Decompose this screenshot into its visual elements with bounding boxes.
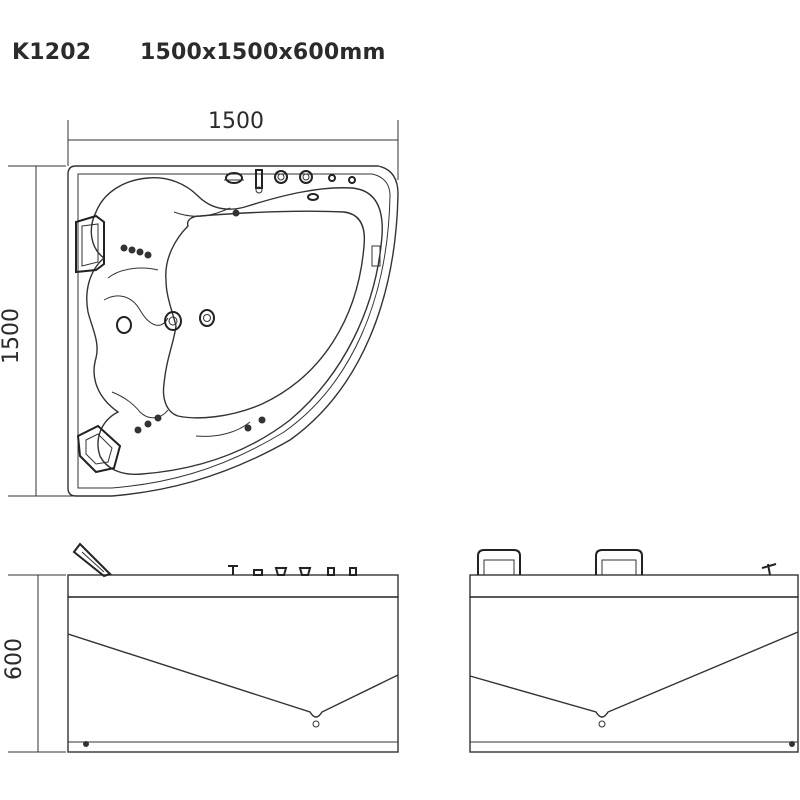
plan-dimension-lines [8, 120, 399, 497]
drain-fittings [116, 245, 381, 334]
rim-controls [224, 169, 356, 201]
pillow-upper [75, 214, 105, 274]
headrest-end-left [477, 549, 521, 575]
tub-outer-rim [67, 165, 399, 497]
backrest-contour-top [107, 267, 159, 279]
seat-contour-bottom [195, 421, 251, 437]
tub-skirt-panel-end [469, 596, 799, 753]
side-elevation-front [8, 542, 399, 753]
skirt-decor-line-end [469, 631, 799, 718]
side-elevation-end [469, 549, 799, 753]
backrest-contour-middle [103, 295, 169, 326]
backrest-contour-bottom [111, 391, 169, 419]
skirt-decor-line [67, 633, 399, 718]
seat-contour-top [173, 207, 231, 217]
headrest-side [72, 542, 112, 578]
width-dimension-label: 1500 [208, 109, 264, 134]
tub-inner-rim [77, 173, 391, 489]
overall-dimensions: 1500x1500x600mm [140, 40, 386, 65]
tub-inner-well [162, 210, 366, 419]
jets-upper [120, 209, 240, 259]
tub-rim-profile-end [469, 574, 799, 598]
rim-fittings-side [228, 565, 357, 576]
model-code: K1202 [12, 40, 92, 65]
jets-lower [134, 414, 266, 434]
tub-skirt-panel [67, 596, 399, 753]
plan-view [67, 165, 399, 497]
tub-rim-profile [67, 574, 399, 598]
tub-basin [86, 177, 383, 475]
pillow-lower [76, 424, 122, 474]
headrest-end-right [595, 549, 643, 575]
fitting-end [761, 563, 777, 576]
